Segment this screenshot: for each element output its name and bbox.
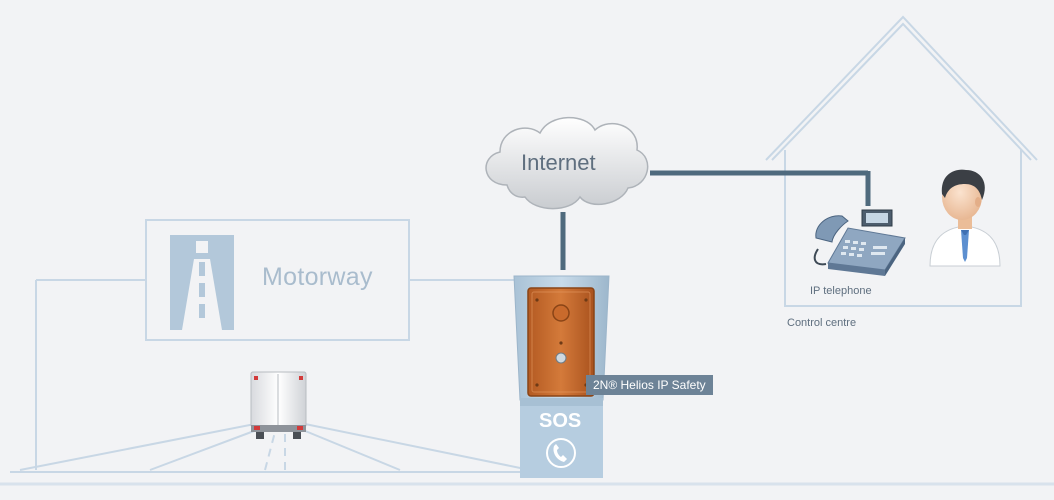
telephone-handset-icon (546, 438, 576, 468)
van-icon (250, 371, 307, 439)
internet-label: Internet (521, 150, 596, 175)
motorway-symbol-icon (170, 235, 234, 330)
motorway-sign (35, 219, 520, 470)
control-centre-building (765, 15, 1038, 307)
operator-person-icon (929, 169, 1001, 267)
network-connection-lines (560, 170, 871, 270)
cloud-icon (485, 116, 649, 210)
intercom-device-label: 2N® Helios IP Safety (586, 375, 713, 395)
desk-phone-icon (813, 209, 906, 276)
intercom-panel (527, 287, 595, 397)
sos-label: SOS (539, 410, 582, 432)
ip-telephone-label: IP telephone (810, 285, 872, 297)
motorway-sign-label: Motorway (262, 263, 373, 291)
control-centre-label: Control centre (787, 317, 857, 329)
road (0, 423, 1054, 486)
